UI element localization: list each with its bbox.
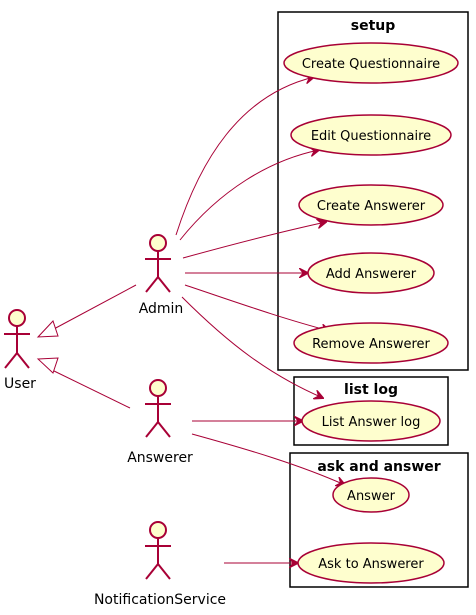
stick-figure-icon [145,379,171,438]
package-setup: setup [277,11,469,371]
edge-admin-create-questionnaire [175,77,314,236]
use-case-create-questionnaire: Create Questionnaire [283,42,459,84]
package-ask-and-answer: ask and answer [289,452,469,588]
actor-admin: Admin [139,234,184,317]
package-list-log: list log [293,376,449,446]
relationships [36,77,345,563]
use-case-ask-to-answerer-label: Ask to Answerer [318,557,424,572]
stick-figure-icon [145,234,171,293]
edge-admin-edit-questionnaire [179,150,319,241]
edge-admin-list-answer-log [181,296,323,398]
actor-answerer: Answerer [127,379,193,466]
stick-figure-icon [145,521,171,580]
use-case-add-answerer: Add Answerer [307,252,435,294]
package-ask-and-answer-title: ask and answer [317,459,440,475]
actor-notification-service: NotificationService [94,521,226,608]
use-case-create-questionnaire-label: Create Questionnaire [302,57,440,72]
actor-admin-label: Admin [139,301,184,317]
edge-answerer-answer [191,433,345,485]
use-case-remove-answerer-label: Remove Answerer [312,337,430,352]
use-case-ask-to-answerer: Ask to Answerer [297,542,445,584]
generalization-admin-user-line [51,284,137,331]
stick-figure-icon [4,309,30,369]
actor-user-label: User [4,376,36,392]
edge-admin-create-answerer [182,222,326,259]
use-case-create-answerer-label: Create Answerer [317,199,426,214]
use-case-remove-answerer: Remove Answerer [293,322,449,364]
generalization-admin-user-head [36,320,59,338]
generalization-answerer-user-line [51,369,131,409]
actor-user: User [4,309,36,392]
use-case-create-answerer: Create Answerer [298,184,444,226]
use-case-answer: Answer [332,477,410,513]
package-setup-title: setup [351,18,396,34]
actor-notification-service-label: NotificationService [94,592,226,608]
use-case-list-answer-log: List Answer log [301,400,441,442]
use-case-edit-questionnaire: Edit Questionnaire [290,114,452,156]
actor-answerer-label: Answerer [127,450,193,466]
use-case-add-answerer-label: Add Answerer [326,267,417,282]
generalization-answerer-user-head [36,357,59,374]
edge-admin-remove-answerer [184,284,330,331]
use-case-answer-label: Answer [347,489,396,504]
package-list-log-title: list log [344,382,398,398]
use-case-list-answer-log-label: List Answer log [322,415,421,430]
use-case-edit-questionnaire-label: Edit Questionnaire [311,129,431,144]
